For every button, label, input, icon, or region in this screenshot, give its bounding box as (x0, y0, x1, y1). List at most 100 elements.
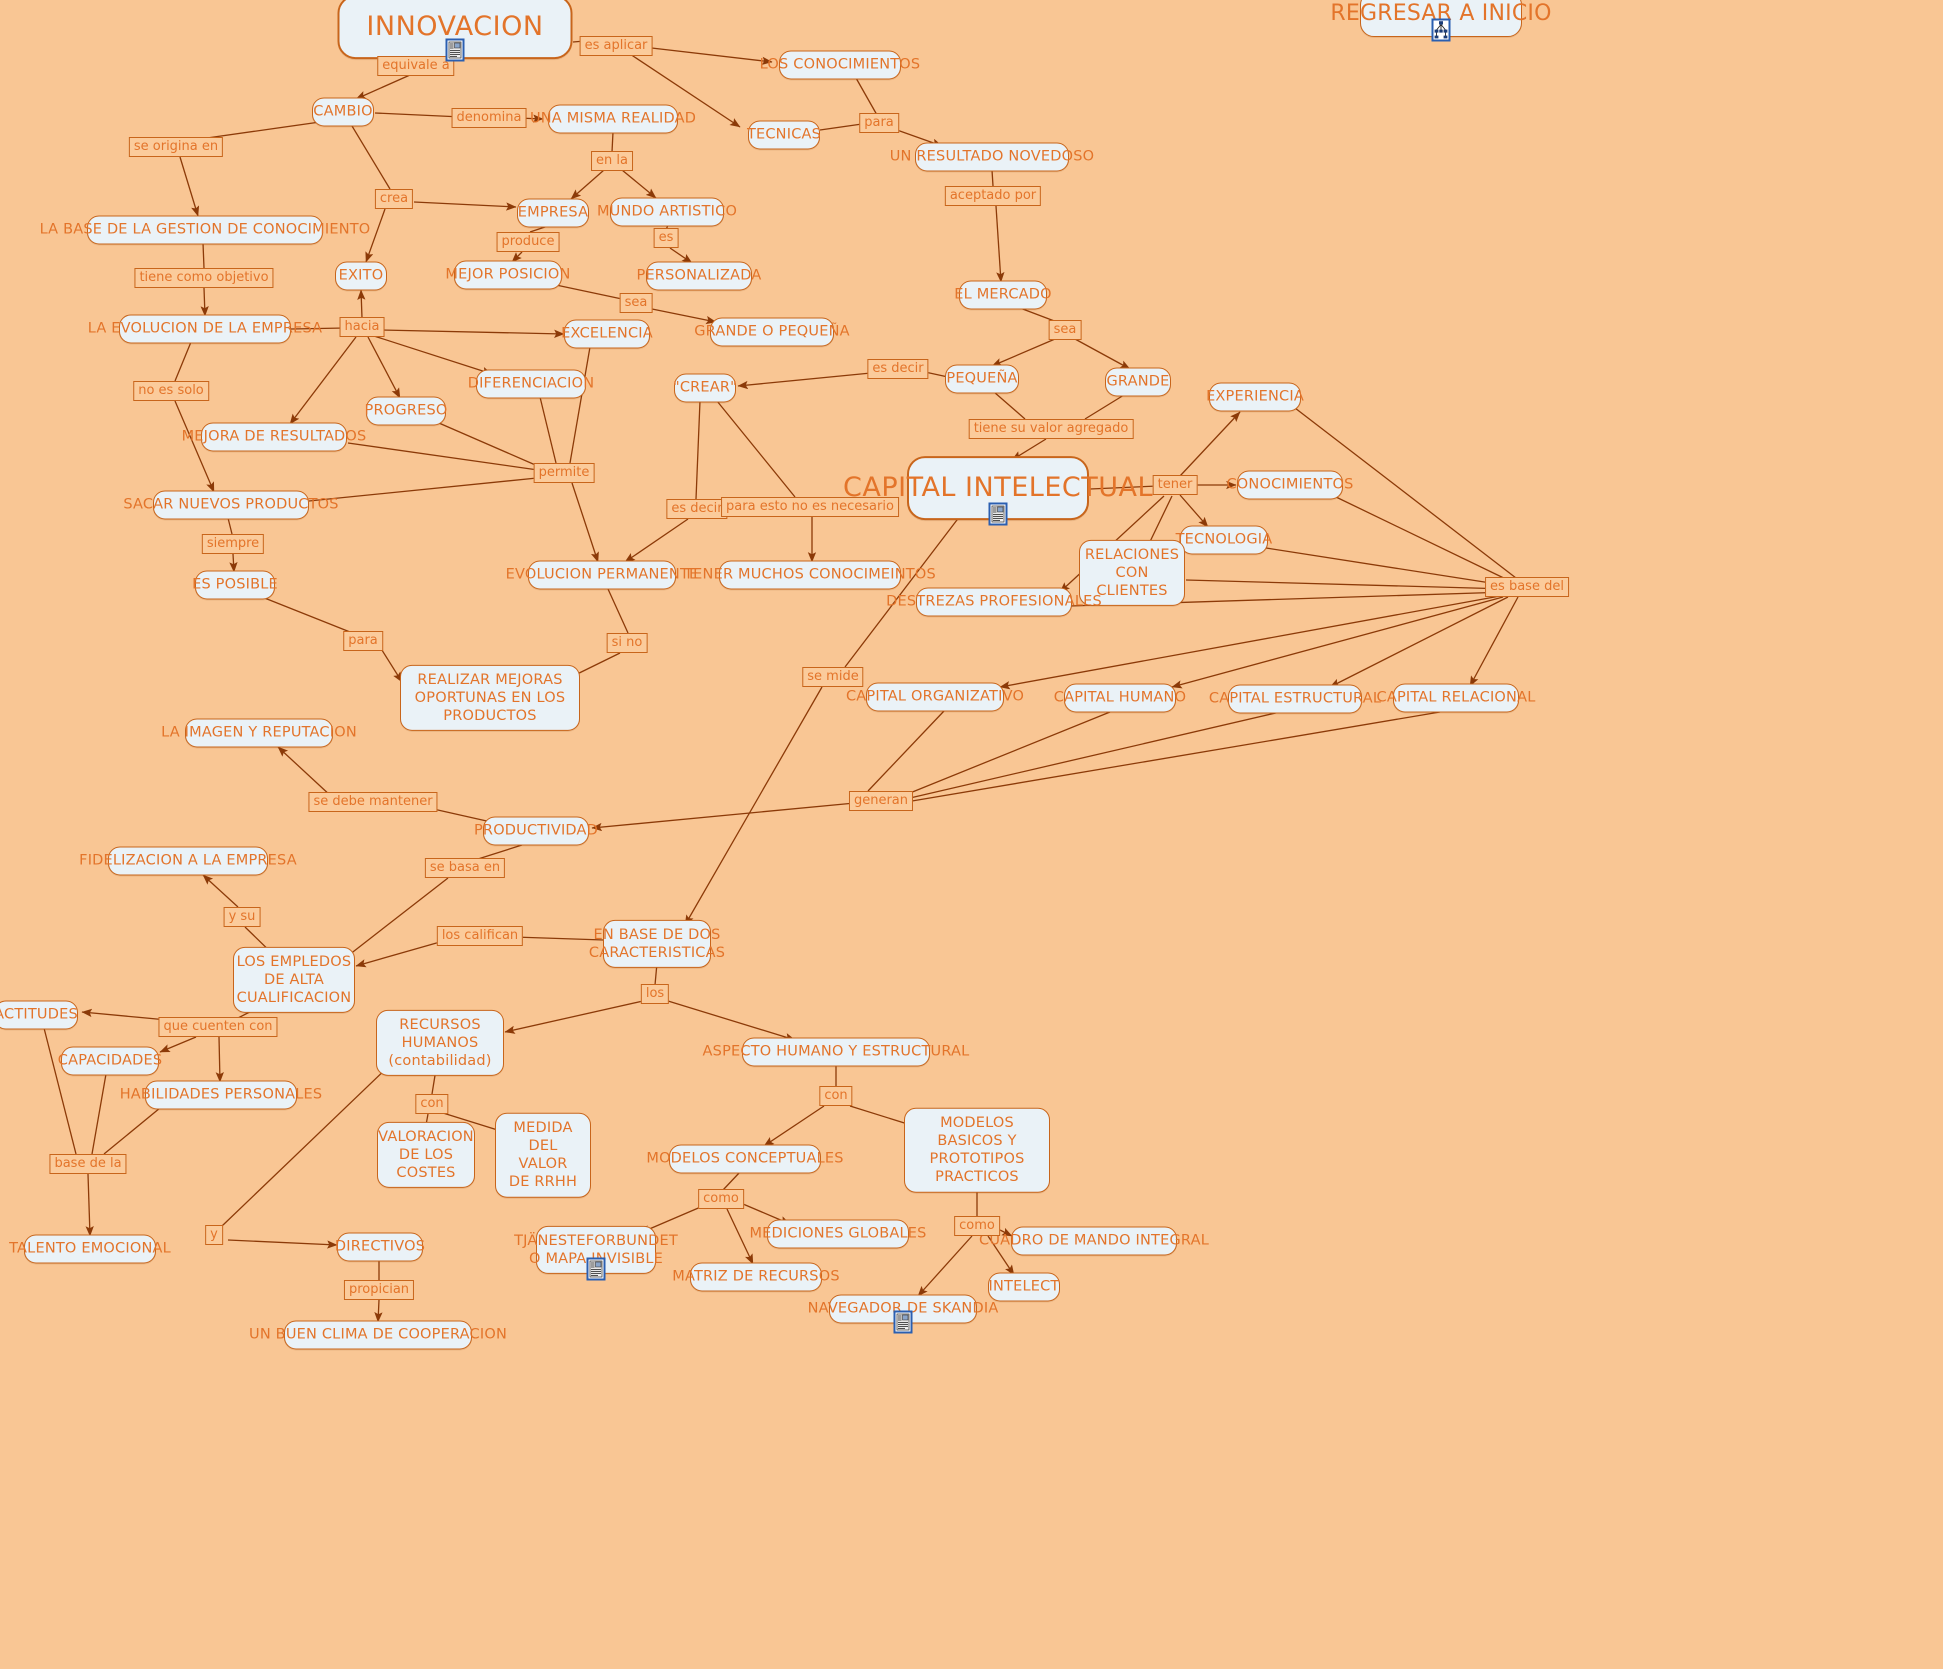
concept-node-grande[interactable]: GRANDE (1105, 367, 1171, 397)
concept-node-experiencia[interactable]: EXPERIENCIA (1206, 382, 1304, 412)
concept-node-medida_rrhh[interactable]: MEDIDA DEL VALOR DE RRHH (495, 1112, 591, 1198)
concept-node-empresa[interactable]: EMPRESA (517, 198, 589, 228)
concept-node-mundo_art[interactable]: MUNDO ARTISTICO (597, 197, 737, 227)
link-label-tener[interactable]: tener (1152, 475, 1198, 495)
concept-node-valoracion[interactable]: VALORACION DE LOS COSTES (377, 1121, 475, 1189)
concept-node-capacidades[interactable]: CAPACIDADES (58, 1046, 162, 1076)
concept-node-cambio[interactable]: CAMBIO (312, 97, 374, 127)
link-label-con1[interactable]: con (415, 1094, 449, 1114)
link-label-enla[interactable]: en la (591, 151, 633, 171)
concept-node-base_dos[interactable]: EN BASE DE DOS CARACTERISTICAS (589, 919, 725, 969)
concept-node-tjaneste[interactable]: TJÄNESTEFORBUNDET O MAPA INVISIBLE (514, 1225, 678, 1275)
concept-node-cap_est[interactable]: CAPITAL ESTRUCTURAL (1209, 684, 1381, 714)
link-label-crea[interactable]: crea (374, 189, 414, 209)
concept-node-cap_hum[interactable]: CAPITAL HUMANO (1054, 683, 1186, 713)
link-label-como1[interactable]: como (698, 1189, 744, 1209)
link-label-tienevalor[interactable]: tiene su valor agregado (968, 419, 1134, 439)
link-label-sino[interactable]: si no (606, 633, 648, 653)
concept-node-exito[interactable]: EXITO (335, 261, 387, 291)
concept-node-rrhh[interactable]: RECURSOS HUMANOS (contabilidad) (376, 1009, 504, 1077)
concept-node-destrezas[interactable]: DESTREZAS PROFESIONALES (886, 587, 1102, 617)
concept-node-modelos_bas[interactable]: MODELOS BASICOS Y PROTOTIPOS PRACTICOS (904, 1107, 1050, 1193)
concept-node-grande_peq[interactable]: GRANDE O PEQUEÑA (694, 317, 850, 347)
concept-node-buen_clima[interactable]: UN BUEN CLIMA DE COOPERACION (249, 1320, 507, 1350)
link-label-y[interactable]: y (205, 1225, 223, 1245)
document-icon[interactable] (586, 1257, 606, 1281)
link-label-para2[interactable]: para (343, 631, 383, 651)
concept-node-sacar_prod[interactable]: SACAR NUEVOS PRODUCTOS (123, 490, 339, 520)
link-label-basedela[interactable]: base de la (49, 1154, 127, 1174)
link-label-sea2[interactable]: sea (1048, 320, 1082, 340)
concept-node-matriz[interactable]: MATRIZ DE RECURSOS (672, 1262, 840, 1292)
concept-node-diferenciacion[interactable]: DIFERENCIACION (468, 369, 594, 399)
concept-node-resultado[interactable]: UN RESULTADO NOVEDOSO (890, 142, 1094, 172)
link-label-tienecomo[interactable]: tiene como objetivo (134, 268, 274, 288)
concept-node-cuadro_mando[interactable]: CUADRO DE MANDO INTEGRAL (979, 1226, 1209, 1256)
document-icon[interactable] (445, 38, 465, 62)
link-label-denomina[interactable]: denomina (451, 108, 527, 128)
link-label-propician[interactable]: propician (343, 1280, 415, 1300)
concept-node-personalizada[interactable]: PERSONALIZADA (637, 261, 761, 291)
concept-node-tecnicas[interactable]: TECNICAS (747, 120, 821, 150)
concept-node-regresar[interactable]: REGRESAR A INICIO (1330, 0, 1551, 37)
concept-node-realizar_mej[interactable]: REALIZAR MEJORAS OPORTUNAS EN LOS PRODUC… (400, 664, 580, 732)
concept-node-cap_rel[interactable]: CAPITAL RELACIONAL (1377, 683, 1535, 713)
link-label-loscalifican[interactable]: los califican (436, 926, 524, 946)
link-label-ysu[interactable]: y su (223, 907, 261, 927)
document-icon[interactable] (988, 502, 1008, 526)
link-label-generan[interactable]: generan (848, 791, 914, 811)
link-label-esbasedel[interactable]: es base del (1485, 577, 1569, 597)
concept-node-modelos_conc[interactable]: MODELOS CONCEPTUALES (646, 1144, 843, 1174)
link-label-esaplicar[interactable]: es aplicar (579, 36, 653, 56)
link-label-aceptado[interactable]: aceptado por (944, 186, 1042, 206)
concept-node-una_misma[interactable]: UNA MISMA REALIDAD (530, 104, 696, 134)
link-label-sea1[interactable]: sea (619, 293, 653, 313)
concept-node-imagen_rep[interactable]: LA IMAGEN Y REPUTACION (161, 718, 357, 748)
link-label-para1[interactable]: para (859, 113, 899, 133)
link-label-equivale[interactable]: equivale a (377, 56, 455, 76)
concept-node-pequena[interactable]: PEQUEÑA (945, 364, 1019, 394)
link-label-como2[interactable]: como (954, 1216, 1000, 1236)
concept-node-productividad[interactable]: PRODUCTIVIDAD (474, 816, 598, 846)
link-label-quecuenten[interactable]: que cuenten con (158, 1017, 278, 1037)
concept-node-intelect[interactable]: INTELECT (988, 1272, 1060, 1302)
link-label-con2[interactable]: con (819, 1086, 853, 1106)
link-label-noessolo[interactable]: no es solo (133, 381, 209, 401)
map-icon[interactable] (1431, 18, 1451, 42)
concept-node-base_gestion[interactable]: LA BASE DE LA GESTION DE CONOCIMIENTO (40, 215, 370, 245)
link-label-paraesto[interactable]: para esto no es necesario (721, 497, 899, 517)
concept-node-es_posible[interactable]: ES POSIBLE (192, 570, 278, 600)
concept-node-fidelizacion[interactable]: FIDELIZACION A LA EMPRESA (79, 846, 297, 876)
concept-node-aspecto_hum[interactable]: ASPECTO HUMANO Y ESTRUCTURAL (703, 1037, 969, 1067)
link-label-esdecir2[interactable]: es decir (666, 499, 728, 519)
concept-node-evol_perm[interactable]: EVOLUCION PERMANENTE (506, 560, 698, 590)
link-label-sedebe[interactable]: se debe mantener (308, 792, 438, 812)
link-label-semide[interactable]: se mide (802, 667, 864, 687)
concept-node-mejora_res[interactable]: MEJORA DE RESULTADOS (182, 422, 366, 452)
concept-node-mediciones[interactable]: MEDICIONES GLOBALES (749, 1219, 926, 1249)
concept-node-cap_org[interactable]: CAPITAL ORGANIZATIVO (846, 682, 1024, 712)
concept-node-talento[interactable]: TALENTO EMOCIONAL (9, 1234, 171, 1264)
document-icon[interactable] (893, 1310, 913, 1334)
link-label-permite[interactable]: permite (533, 463, 595, 483)
concept-node-directivos[interactable]: DIRECTIVOS (335, 1232, 425, 1262)
link-label-esdecir1[interactable]: es decir (867, 359, 929, 379)
concept-node-actitudes[interactable]: ACTITUDES (0, 1000, 78, 1030)
concept-node-tecnologia[interactable]: TECNOLOGIA (1176, 525, 1272, 555)
link-label-los[interactable]: los (640, 984, 670, 1004)
concept-node-mejor_pos[interactable]: MEJOR POSICION (445, 260, 570, 290)
concept-node-empledos[interactable]: LOS EMPLEDOS DE ALTA CUALIFICACION (233, 946, 355, 1014)
concept-node-evol_empresa[interactable]: LA EVOLUCION DE LA EMPRESA (88, 314, 322, 344)
link-label-sebasaen[interactable]: se basa en (424, 858, 506, 878)
concept-node-excelencia[interactable]: EXCELENCIA (561, 319, 653, 349)
link-label-es[interactable]: es (653, 228, 679, 248)
concept-node-progreso[interactable]: PROGRESO (365, 396, 447, 426)
link-label-siempre[interactable]: siempre (201, 534, 265, 554)
link-label-produce[interactable]: produce (496, 232, 560, 252)
concept-node-tener_muchos[interactable]: TENER MUCHOS CONOCIMEINTOS (684, 560, 936, 590)
concept-node-conocimientos_1[interactable]: LOS CONOCIMIENTOS (760, 50, 920, 80)
link-label-seorigina[interactable]: se origina en (128, 137, 224, 157)
concept-node-crear[interactable]: "CREAR" (673, 373, 737, 403)
concept-node-conocimientos_2[interactable]: CONOCIMIENTOS (1226, 470, 1353, 500)
concept-node-el_mercado[interactable]: EL MERCADO (954, 280, 1052, 310)
